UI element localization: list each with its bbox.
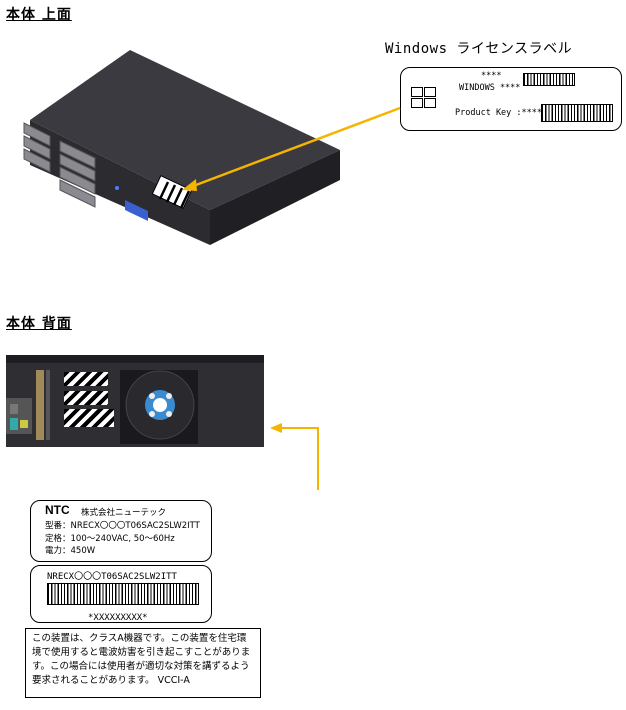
back-view-heading: 本体 背面: [6, 316, 72, 332]
windows-logo-icon: [411, 87, 436, 108]
windows-label-stars: ****: [481, 71, 502, 81]
vcci-notice: この装置は、クラスA機器です。この装置を住宅環境で使用すると電波妨害を引き起こす…: [25, 628, 261, 698]
serial-model: NRECX〇〇〇T06SAC2SLW2ITT: [47, 572, 177, 582]
power-led-icon: [115, 186, 119, 190]
windows-label-windows-text: WINDOWS ****: [459, 83, 521, 93]
windows-label-barcode-product-key: [541, 104, 613, 122]
model-number: 型番：NRECX〇〇〇T06SAC2SLW2ITT: [45, 521, 200, 531]
pci-bracket: [36, 370, 44, 440]
top-label-sticker: [151, 175, 193, 209]
windows-label-barcode-top: [523, 73, 575, 86]
serial-barcode: [47, 583, 199, 605]
serial-number: *XXXXXXXXX*: [88, 613, 148, 623]
back-label-arrow: [275, 427, 319, 490]
server-top-view-illustration: [23, 50, 401, 245]
rating-label: NTC 株式会社ニューテック 型番：NRECX〇〇〇T06SAC2SLW2ITT…: [30, 500, 212, 562]
windows-label-product-key: Product Key :****: [455, 108, 542, 118]
back-label-placeholder-3: [64, 409, 114, 427]
front-lcd-panel: [125, 200, 148, 221]
drive-bays: [23, 122, 96, 208]
windows-label-arrowhead: [182, 179, 197, 191]
power-consumption: 電力：450W: [45, 546, 96, 556]
cooling-fan-icon: [120, 370, 198, 444]
serial-label: NRECX〇〇〇T06SAC2SLW2ITT: [30, 565, 212, 623]
back-label-placeholder-2: [64, 391, 108, 405]
top-view-heading: 本体 上面: [6, 7, 72, 23]
company-name: 株式会社ニューテック: [81, 508, 167, 518]
back-label-placeholder-1: [64, 372, 108, 386]
server-side-face: [210, 150, 340, 245]
windows-license-label: **** WINDOWS **** Product Key :****: [400, 67, 622, 131]
server-top-face: [30, 50, 340, 210]
windows-license-label-title: Windows ライセンスラベル: [385, 41, 573, 57]
server-back-view-illustration: [6, 355, 319, 490]
windows-label-arrow: [187, 106, 401, 190]
power-rating: 定格：100～240VAC, 50～60Hz: [45, 534, 175, 544]
brand-logo: NTC: [45, 503, 70, 517]
io-ports: [6, 398, 32, 434]
